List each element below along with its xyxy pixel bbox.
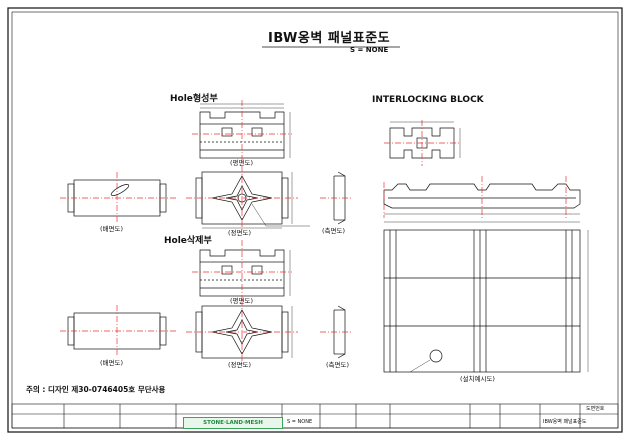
- section-interlocking: INTERLOCKING BLOCK: [372, 95, 484, 105]
- label-back-lower: (배면도): [100, 359, 124, 367]
- outer-border: [7, 7, 623, 433]
- design-note: 주의 : 디자인 제30-0746405호 무단사용: [26, 385, 166, 394]
- label-side-upper: (측면도): [322, 227, 346, 235]
- company-logo: STONE·LAND·MESH: [183, 417, 283, 429]
- section-hole-removal: Hole삭제부: [164, 236, 212, 246]
- label-side-lower: (측면도): [326, 361, 350, 369]
- label-front-lower: (정면도): [228, 361, 252, 369]
- back-view-upper: [60, 172, 176, 224]
- label-install: (설치예시도): [460, 375, 495, 383]
- interlocking-block-detail: [384, 120, 461, 166]
- front-view-lower: [186, 300, 298, 366]
- label-back-upper: (배면도): [100, 225, 124, 233]
- label-plan-upper: (평면도): [230, 159, 254, 167]
- label-plan-lower: (평면도): [230, 297, 254, 305]
- installation-example: [383, 221, 589, 373]
- side-view-upper: [320, 171, 352, 225]
- back-view-lower: [60, 305, 176, 357]
- section-hole-forming: Hole형성부: [170, 94, 218, 104]
- drawing-scale: S = NONE: [350, 46, 389, 54]
- front-view-upper: [186, 166, 310, 232]
- label-front-upper: (정면도): [228, 229, 252, 237]
- side-view-lower: [320, 305, 352, 359]
- title-block-scale: S = NONE: [287, 419, 313, 425]
- interlocking-profile: [383, 176, 581, 218]
- title-block: [11, 403, 619, 429]
- plan-view-lower: [192, 240, 292, 302]
- title-block-drawing-no-label: 도면번호: [586, 406, 605, 412]
- title-block-drawing-name: IBW옹벽 패널표준도: [543, 419, 587, 425]
- plan-view-upper: [192, 100, 292, 166]
- drawing-title: IBW옹벽 패널표준도: [268, 31, 391, 46]
